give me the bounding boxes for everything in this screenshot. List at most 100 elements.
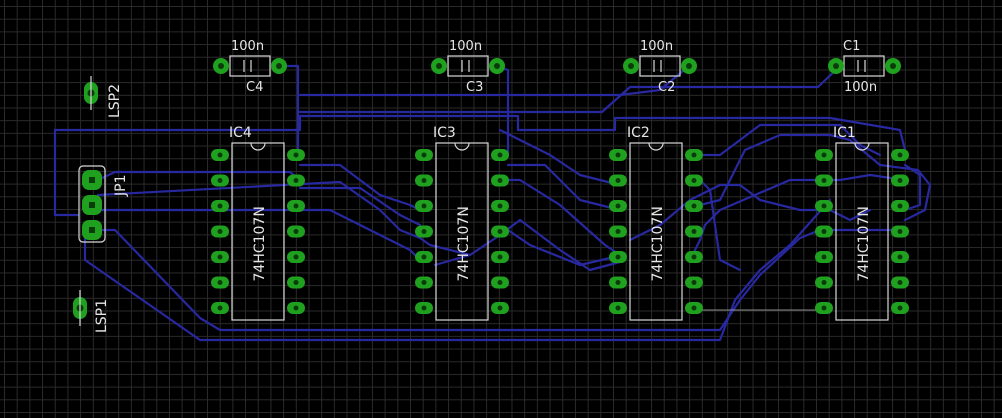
- c2-value: 100n: [640, 39, 673, 54]
- ic3-part-number: 74HC107N: [456, 206, 472, 281]
- ic3-pad-hole-13: [497, 178, 503, 183]
- ic1-pad-hole-3: [821, 203, 827, 209]
- ic2-pad-hole-12: [691, 203, 697, 209]
- capacitor-c4: 100n C4: [213, 39, 287, 95]
- trace-mid-3: [498, 128, 622, 187]
- ic3-pad-hole-12: [497, 203, 503, 209]
- ic4-pad-hole-2: [217, 178, 223, 183]
- ic1-pad-hole-11: [897, 229, 903, 234]
- ic4-pad-hole-8: [293, 305, 299, 311]
- c2-hole-1: [628, 63, 634, 69]
- ic2-outline: [629, 142, 683, 321]
- ic3-pad-hole-1: [421, 152, 427, 158]
- ic3-pad-hole-11: [497, 229, 503, 234]
- ic3-pad-hole-8: [497, 305, 503, 311]
- c4-hole-2: [276, 63, 282, 69]
- ic1-notch: [854, 142, 870, 151]
- trace-mid-1: [298, 163, 422, 212]
- ic4-pad-hole-12: [293, 203, 299, 209]
- ic1-pad-hole-1: [821, 152, 827, 158]
- trace-c3: [495, 64, 510, 157]
- trace-jp-2: [96, 180, 472, 257]
- jp1-hole-2: [89, 202, 95, 208]
- ic3-pad-hole-5: [421, 254, 427, 260]
- ic-ic3: IC3 74HC107N: [415, 125, 509, 321]
- trace-c1: [298, 64, 842, 114]
- ic1-pad-hole-7: [821, 305, 827, 311]
- ic2-pad-hole-10: [691, 254, 697, 260]
- jp1-hole-3: [89, 227, 95, 233]
- ic4-pad-hole-7: [217, 305, 223, 311]
- ic2-part-number: 74HC107N: [650, 206, 666, 281]
- trace-top-bus: [53, 114, 907, 152]
- trace-right-3: [628, 183, 872, 242]
- ic4-pad-hole-14: [293, 152, 299, 158]
- ic3-notch: [454, 142, 470, 151]
- ic1-pad-hole-9: [897, 280, 903, 285]
- jp1-label: JP1: [113, 175, 129, 197]
- c1-name: C1: [843, 39, 860, 54]
- ic1-part-number: 74HC107N: [856, 206, 872, 281]
- ic2-pad-hole-1: [615, 152, 621, 158]
- ic3-name: IC3: [433, 125, 456, 141]
- c4-name: C4: [246, 80, 263, 95]
- trace-mid-7: [506, 228, 612, 267]
- c3-hole-1: [436, 63, 442, 69]
- jumper-jp1: JP1: [78, 165, 129, 243]
- ic1-outline: [835, 142, 889, 321]
- ic3-pad-hole-14: [497, 152, 503, 158]
- c4-outline: [229, 55, 271, 77]
- ic4-pad-hole-6: [217, 280, 223, 285]
- trace-jp-4: [96, 208, 422, 262]
- c3-name: C3: [466, 80, 483, 95]
- ic2-pad-hole-14: [691, 152, 697, 158]
- ic4-notch: [250, 142, 266, 151]
- c4-hole-1: [218, 63, 224, 69]
- c2-name: C2: [658, 80, 675, 95]
- ic3-pad-hole-6: [421, 280, 427, 285]
- c1-hole-1: [833, 63, 839, 69]
- ic2-pad-hole-11: [691, 229, 697, 234]
- ic3-pad-hole-9: [497, 280, 503, 285]
- speaker-lsp1: LSP1: [73, 290, 110, 333]
- trace-c4: [280, 64, 300, 157]
- c3-value: 100n: [449, 39, 482, 54]
- ic4-pad-hole-5: [217, 254, 223, 260]
- capacitor-c3: 100n C3: [431, 39, 505, 95]
- trace-outer-left: [53, 128, 80, 217]
- ic3-outline: [435, 142, 489, 321]
- trace-mid-6: [433, 218, 622, 272]
- ic2-pad-hole-2: [615, 178, 621, 183]
- c4-value: 100n: [231, 39, 264, 54]
- ic1-pad-hole-13: [897, 178, 903, 183]
- ic2-pad-hole-7: [615, 305, 621, 311]
- c1-outline: [843, 55, 885, 77]
- jp1-outline: [78, 165, 106, 243]
- ic2-pad-hole-6: [615, 280, 621, 285]
- ic1-pad-hole-10: [897, 254, 903, 260]
- ic4-pad-hole-1: [217, 152, 223, 158]
- c3-outline: [447, 55, 489, 77]
- ic3-pad-hole-2: [421, 178, 427, 183]
- c2-outline: [639, 55, 681, 77]
- ic2-pad-hole-8: [691, 305, 697, 311]
- ic4-name: IC4: [229, 125, 252, 141]
- ic3-pad-hole-7: [421, 305, 427, 311]
- ic1-pad-hole-6: [821, 280, 827, 285]
- c1-hole-2: [890, 63, 896, 69]
- ic4-pad-hole-10: [293, 254, 299, 260]
- c2-hole-2: [686, 63, 692, 69]
- trace-right-1: [698, 123, 882, 157]
- ic4-pad-hole-9: [293, 280, 299, 285]
- ic1-pad-hole-8: [897, 305, 903, 311]
- ic1-pad-hole-4: [821, 229, 827, 234]
- jp1-hole-1: [89, 177, 95, 183]
- ic4-outline: [231, 142, 285, 321]
- ic4-pad-hole-4: [217, 229, 223, 234]
- ic1-pad-hole-14: [897, 152, 903, 158]
- capacitor-c1: C1 100n: [828, 39, 901, 95]
- ic2-pad-hole-9: [691, 280, 697, 285]
